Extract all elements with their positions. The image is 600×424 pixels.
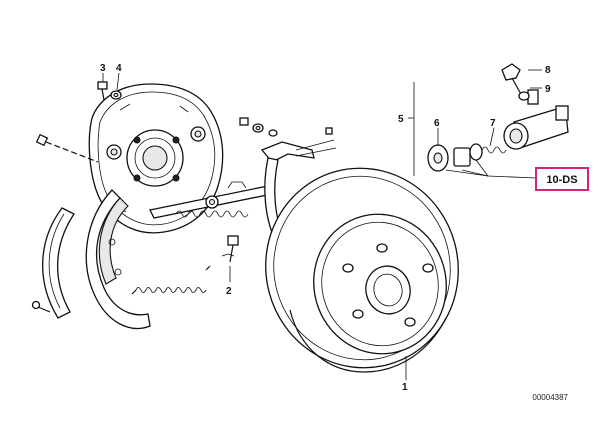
- spring-7: [481, 146, 507, 154]
- callout-10ds: 10-DS: [546, 174, 577, 186]
- highlight-box: [535, 167, 589, 191]
- lower-spring: [131, 265, 211, 295]
- bolt-2: [221, 235, 239, 263]
- bolt-3: [97, 81, 108, 101]
- callout-1: 1: [402, 382, 408, 393]
- callout-9: 9: [545, 84, 551, 95]
- callout-10ds-highlight[interactable]: 10-DS: [535, 167, 589, 191]
- dust-cap-9: [518, 91, 530, 101]
- callout-3: 3: [100, 63, 106, 74]
- brake-shoe-right: [85, 189, 151, 330]
- bracket-5: [408, 82, 415, 176]
- washer-4: [110, 90, 122, 100]
- long-bolt: [35, 133, 99, 163]
- callout-6: 6: [434, 118, 440, 129]
- callout-2: 2: [226, 286, 232, 297]
- callout-7: 7: [490, 118, 496, 129]
- wheel-cylinder: [503, 89, 569, 150]
- leader-10ds: [445, 159, 537, 179]
- small-bolt-upper: [239, 117, 333, 137]
- bleed-screw-8: [501, 63, 523, 97]
- callout-8: 8: [545, 65, 551, 76]
- brake-shoe-left: [42, 207, 75, 319]
- brake-drum: [265, 167, 459, 373]
- retaining-pin: [31, 300, 51, 313]
- piston: [453, 143, 483, 167]
- dust-boot-6: [427, 144, 449, 172]
- backing-plate: [88, 83, 224, 234]
- upper-spring: [175, 210, 249, 218]
- parking-lever: [260, 139, 337, 247]
- callout-4: 4: [116, 63, 122, 74]
- callout-5: 5: [398, 114, 404, 125]
- reference-number: 00004387: [532, 393, 568, 402]
